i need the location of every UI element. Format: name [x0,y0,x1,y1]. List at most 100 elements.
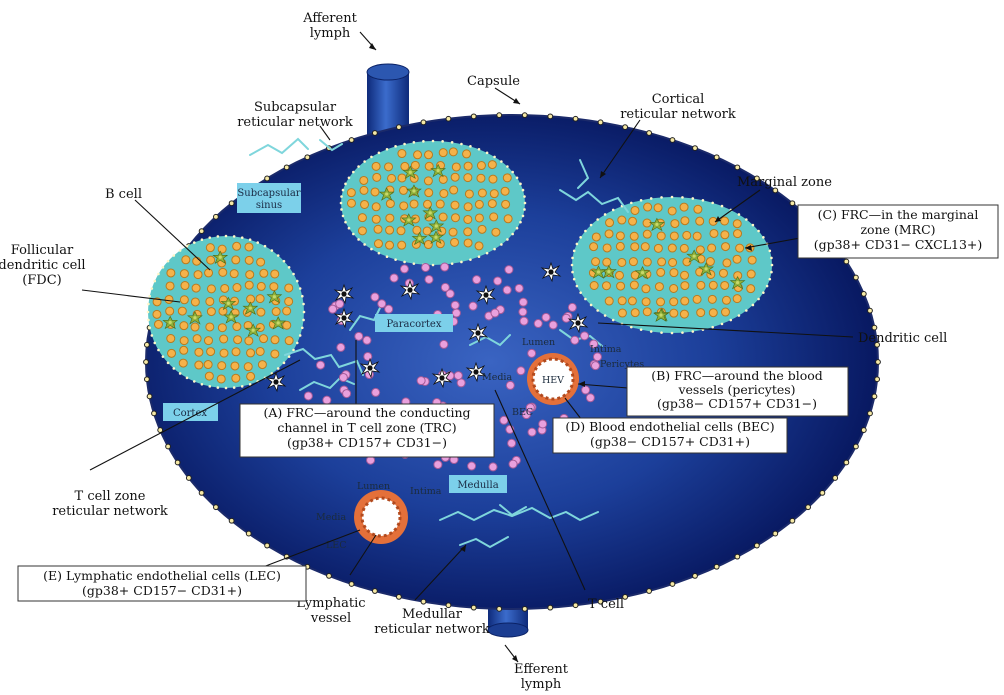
b-cell [630,281,638,289]
hev-vessel: HEV [527,353,579,405]
rim-dot [630,202,633,205]
b-cell [207,256,215,264]
rim-dot [241,236,244,239]
b-cell [734,230,742,238]
b-cell [182,256,190,264]
t-cell [549,321,557,329]
b-cell [618,216,626,224]
b-cell [618,258,626,266]
b-cell [590,243,598,251]
b-cell [693,232,701,240]
b-cell [642,285,650,293]
b-cell [641,243,649,251]
rim-dot [571,271,574,274]
b-cell [360,176,368,184]
b-cell [285,297,293,305]
b-cell [179,359,187,367]
capsule-dot [396,125,401,130]
rim-dot [516,227,519,230]
capsule-dot [522,606,527,611]
b-cell [231,362,239,370]
rim-dot [691,197,694,200]
capsule-dot [144,360,149,365]
b-cell [374,225,382,233]
t-cell [378,300,386,308]
b-cell [478,189,486,197]
b-cell [386,200,394,208]
b-cell [464,162,472,170]
capsule-dot [872,325,877,330]
rim-dot [522,189,525,192]
rim-dot [516,176,519,179]
medullar-network-label: Medullarreticular network [374,607,490,637]
b-cell [424,177,432,185]
rim-dot [302,319,305,322]
b-cell [697,309,705,317]
t-cell [337,343,345,351]
t-cell [355,332,363,340]
b-cell [206,297,214,305]
b-cell [206,323,214,331]
b-cell [696,246,704,254]
b-cell [347,189,355,197]
b-cell [722,243,730,251]
b-cell [233,323,241,331]
b-cell [257,282,265,290]
b-cell [218,324,226,332]
b-cell [232,374,240,382]
b-cell [194,271,202,279]
b-cell [232,256,240,264]
b-cell [257,308,265,316]
rim-dot [162,355,165,358]
t-cell [336,300,344,308]
rim-dot [500,160,503,163]
capsule-dot [396,595,401,600]
capsule-dot [327,574,332,579]
b-cell [681,271,689,279]
capsule-dot [755,543,760,548]
rim-dot [604,213,607,216]
rim-dot [745,309,748,312]
t-cell [539,420,547,428]
rim-dot [348,227,351,230]
capsule-dot [305,155,310,160]
rim-dot [208,236,211,239]
lymphatic-vessel-label: Lymphaticvessel [296,596,365,626]
b-cell [424,241,432,249]
b-cell [670,284,678,292]
b-cell [697,281,705,289]
marginal-zone-label: Marginal zone [737,175,832,190]
b-cell [628,297,636,305]
rim-dot [225,235,228,238]
rim-dot [283,260,286,263]
capsule-dot [844,259,849,264]
b-cell [719,269,727,277]
rim-dot [671,332,674,335]
rim-dot [451,141,454,144]
b-cell [670,269,678,277]
b-cell [283,321,291,329]
capsule-dot [265,176,270,181]
b-cell [247,372,255,380]
capsule-dot [349,138,354,143]
b-cell [618,297,626,305]
t-cell [452,309,460,317]
b-cell [503,174,511,182]
b-cell [644,203,652,211]
b-cell [206,244,214,252]
b-cell [489,175,497,183]
b-cell [180,322,188,330]
rim-dot [186,377,189,380]
b-cell [373,173,381,181]
rim-dot [301,295,304,298]
b-cell [207,348,215,356]
t-cell-label: T cell [588,597,624,612]
rim-dot [394,145,397,148]
lymphatic-vessel [354,490,408,544]
svg-text:(A) FRC—around the conductingc: (A) FRC—around the conductingchannel in … [263,405,470,450]
b-cell [195,361,203,369]
b-cell [398,174,406,182]
b-cell [504,215,512,223]
capsule-dot [670,582,675,587]
b-cell [256,295,264,303]
